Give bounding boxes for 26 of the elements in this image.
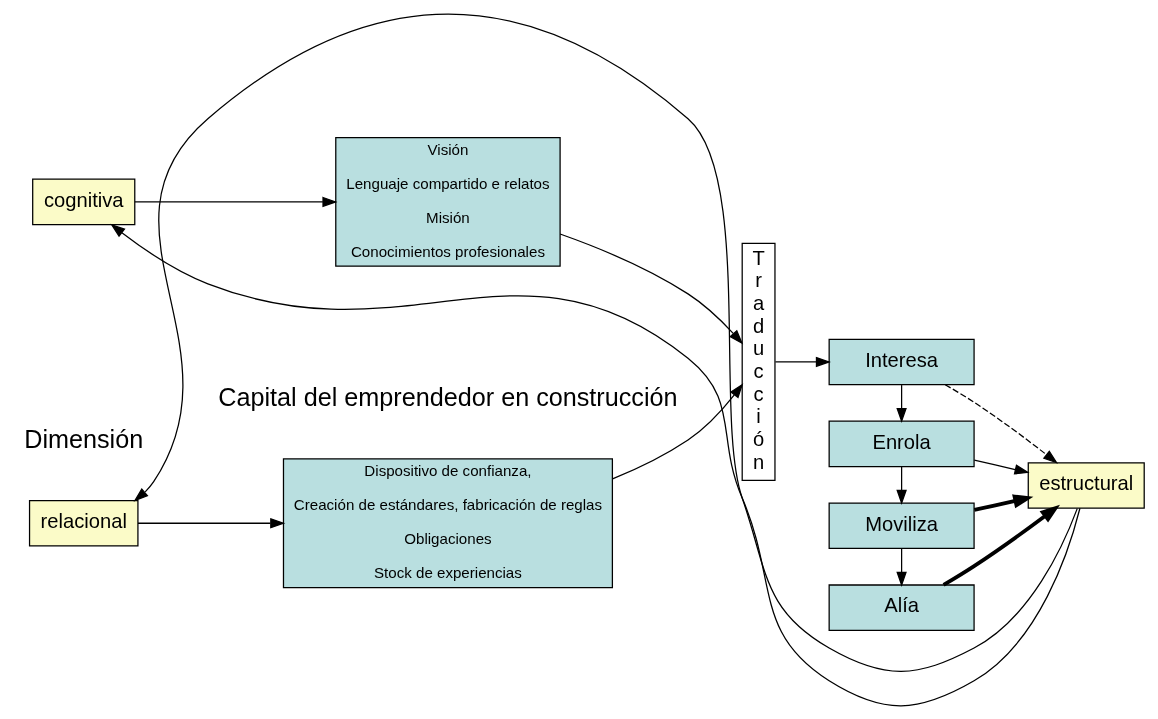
node-box: Moviliza	[828, 501, 975, 549]
node-box: Enrola	[828, 420, 975, 467]
node-box: relacional	[28, 499, 139, 547]
label: Dimensión	[24, 424, 144, 453]
node-box: Visión Lenguaje compartido e relatos Misión Conocimientos profesionales	[335, 136, 561, 267]
node-box: Dispositivo de confianza, Creación de estándares, fabricación de reglas Obligaciones Stock de experiencias	[282, 457, 614, 588]
arrow	[137, 517, 286, 529]
arrow	[896, 547, 907, 587]
arrow	[973, 493, 1034, 512]
arrow	[944, 383, 1059, 464]
node-box: Interesa	[828, 338, 975, 385]
arrow	[973, 459, 1030, 475]
arrow	[611, 382, 744, 480]
arrow	[896, 383, 907, 423]
arrow	[133, 12, 1078, 672]
label: Capital del emprendedor en construcción	[218, 382, 678, 411]
node-box: Alía	[828, 583, 975, 631]
node-box: Traducción	[741, 242, 776, 481]
arrow	[134, 196, 338, 207]
node-box: estructural	[1027, 461, 1145, 509]
arrow	[774, 356, 831, 367]
node-box: cognitiva	[32, 178, 136, 225]
arrow	[559, 232, 744, 344]
arrow	[942, 504, 1060, 586]
arrow	[896, 465, 907, 505]
arrow	[110, 223, 1081, 706]
